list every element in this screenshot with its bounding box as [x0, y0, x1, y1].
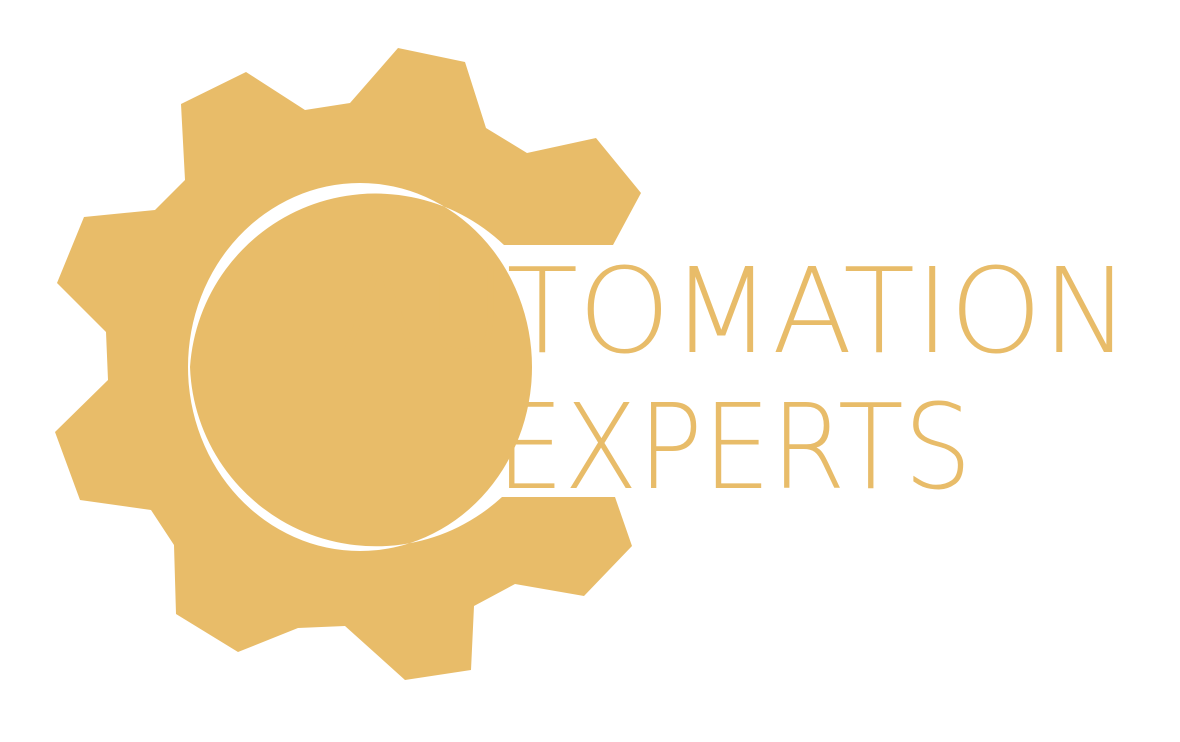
gear-icon — [55, 48, 641, 680]
wordmark-line-automation: AUTOMATION — [340, 242, 1130, 380]
wordmark: AUTOMATION EXPERTS — [340, 242, 1130, 516]
gear-body — [55, 48, 641, 680]
wordmark-line-experts: EXPERTS — [496, 378, 972, 516]
